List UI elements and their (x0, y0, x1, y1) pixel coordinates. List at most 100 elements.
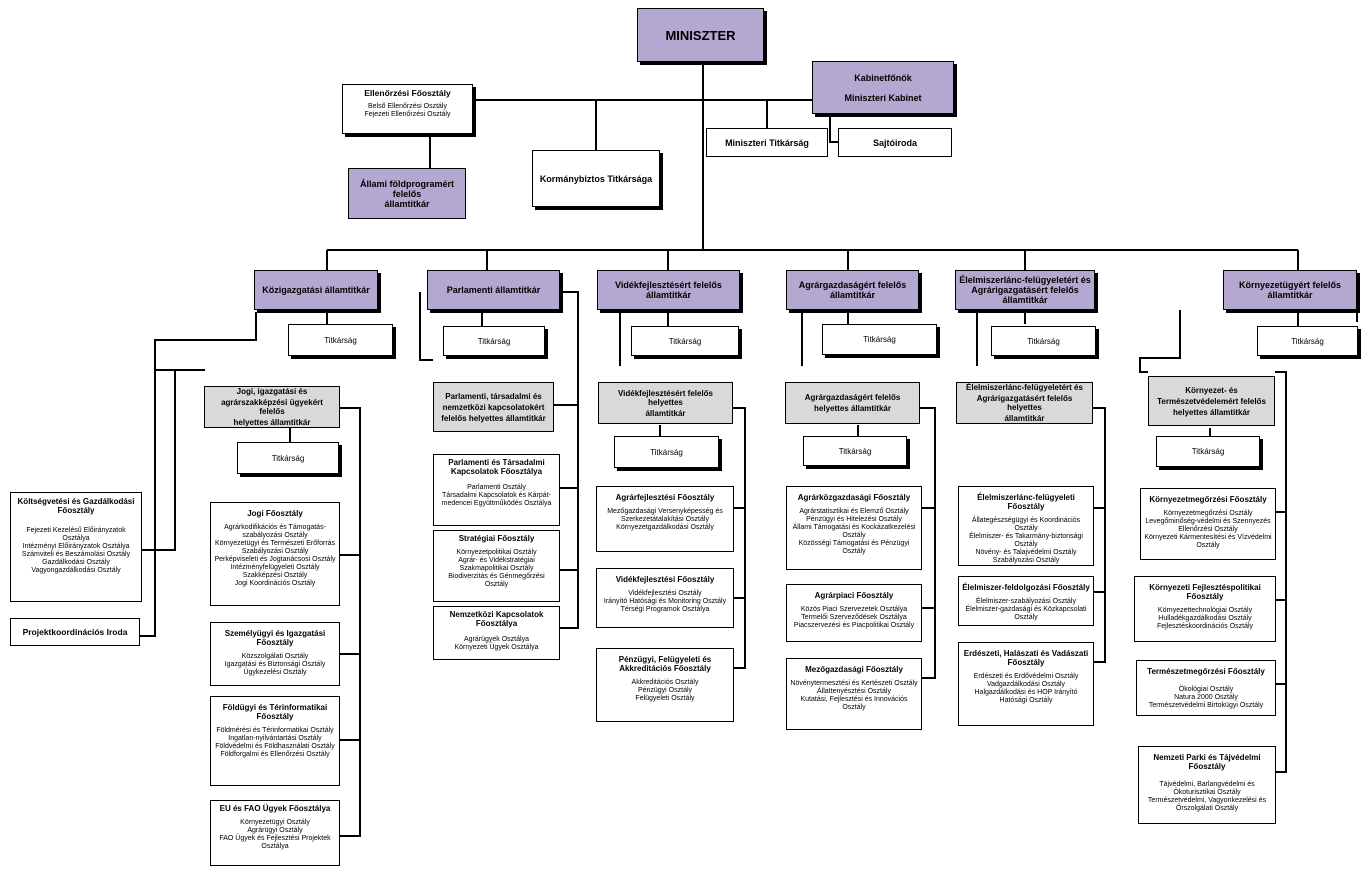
dept-item: Perképviseleti és Jogtanácsosi Osztály (214, 556, 336, 563)
dept-item: Termelői Szerveződések Osztálya (801, 614, 907, 621)
dept-nemzetkozi: Nemzetközi Kapcsolatok Főosztálya Agrárü… (433, 606, 560, 660)
titkarsag-box: Titkárság (1257, 326, 1358, 356)
secretary-label: államtitkár (829, 290, 876, 300)
dept-items: Parlamenti Osztály Társadalmi Kapcsolato… (434, 484, 559, 508)
secretary-kornyezetugy: Környezetügyért felelős államtitkár (1223, 270, 1357, 310)
connector (340, 407, 361, 837)
secretary-label: Parlamenti államtitkár (446, 285, 541, 295)
dept-title: Földügyi és Térinformatikai Főosztály (222, 703, 328, 721)
secretary-agrargazdasag: Agrárgazdaságért felelős államtitkár (786, 270, 919, 310)
dept-title: Agrárfejlesztési Főosztály (615, 493, 715, 502)
titkarsag-box: Titkárság (631, 326, 739, 356)
dept-items: Agrárügyek Osztálya Környezeti Ügyek Osz… (451, 636, 541, 652)
titkarsag-box: Titkárság (614, 436, 719, 468)
dept-item: Agrárstatisztikai és Elemző Osztály (799, 508, 909, 515)
dept-elelmiszer-feldolgozasi: Élelmiszer-feldolgozási Főosztály Élelmi… (958, 576, 1094, 626)
dept-item: Szakképzési Osztály (242, 572, 308, 579)
secretary-videkfejlesztes: Vidékfejlesztésért felelős államtitkár (597, 270, 740, 310)
dept-parlamenti: Parlamenti és Társadalmi Kapcsolatok Főo… (433, 454, 560, 526)
allami-fold-box: Állami földprogramért felelős államtitká… (348, 168, 466, 219)
connector (154, 312, 257, 371)
allami-fold-line: államtitkár (384, 198, 430, 209)
kabinet-box: Kabinetfőnök Miniszteri Kabinet (812, 61, 954, 114)
connector (829, 114, 838, 143)
connector (920, 407, 936, 679)
dept-penzugyi: Pénzügyi, Felügyeleti és Akkreditációs F… (596, 648, 734, 722)
miniszteri-titkarsag-box: Miniszteri Titkárság (706, 128, 828, 157)
deputy-label: államtitkár (1004, 414, 1045, 423)
dept-title: Nemzetközi Kapcsolatok Főosztálya (449, 610, 544, 628)
titkarsag-box: Titkárság (991, 326, 1096, 356)
dept-item: Kutatási, Fejlesztési és Innovációs Oszt… (800, 696, 908, 711)
dept-item: Hulladékgazdálkodási Osztály (1158, 615, 1252, 622)
secretary-label: Agrárgazdaságért felelős (798, 280, 907, 290)
dept-items: Fejezeti Kezelésű Előirányzatok Osztálya… (11, 527, 141, 575)
ellenorzesi-box: Ellenőrzési Főosztály Belső Ellenőrzési … (342, 84, 473, 134)
dept-item: FAO Ügyek és Fejlesztési Projektek Osztá… (219, 835, 331, 850)
titkarsag-label: Titkárság (863, 335, 896, 344)
dept-item: Fejlesztéskoordinációs Osztály (1156, 623, 1254, 630)
dept-nemzeti-parki: Nemzeti Parki és Tájvédelmi Főosztály Tá… (1138, 746, 1276, 824)
dept-kornyezeti-fejlesztespolitikai: Környezeti Fejlesztéspolitikai Főosztály… (1134, 576, 1276, 642)
dept-items: Közös Piaci Szervezetek Osztálya Termelő… (791, 606, 917, 630)
dept-title: Élelmiszer-feldolgozási Főosztály (962, 583, 1090, 592)
deputy-label: Vidékfejlesztésért felelős helyettes (617, 388, 713, 407)
titkarsag-box: Titkárság (803, 436, 907, 466)
secretary-label: államtitkár (1002, 295, 1048, 305)
dept-item: Környezeti Ügyek Osztálya (454, 644, 539, 651)
dept-title: Agrárpiaci Főosztály (814, 591, 894, 600)
dept-item: Környezettechnológiai Osztály (1157, 607, 1253, 614)
minister-label: MINISZTER (665, 27, 736, 43)
dept-item: Élelmiszer-szabályozási Osztály (976, 598, 1076, 605)
deputy-label: Agrárgazdaságért felelős (804, 393, 901, 402)
deputy-label: Természetvédelemért felelős (1157, 396, 1266, 406)
dept-items: Agrárstatisztikai és Elemző Osztály Pénz… (787, 508, 921, 556)
titkarsag-label: Titkárság (668, 336, 702, 346)
dept-item: Ökológiai Osztály (1178, 686, 1234, 693)
dept-item: Környezetügyi és Természeti Erőforrás Sz… (214, 540, 336, 555)
secretary-kozigazgatasi: Közigazgatási államtitkár (254, 270, 378, 310)
dept-items: Vidékfejlesztési Osztály Irányító Hatósá… (601, 590, 729, 614)
dept-agrarkozgazdasagi: Agrárközgazdasági Főosztály Agrárstatisz… (786, 486, 922, 570)
dept-item: Környezeti Kármentesítési és Vízvédelmi … (1144, 534, 1272, 549)
dept-items: Élelmiszer-szabályozási Osztály Élelmisz… (959, 598, 1093, 622)
dept-item: Parlamenti Osztály (467, 484, 526, 491)
secretary-parlamenti: Parlamenti államtitkár (427, 270, 560, 310)
dept-items: Tájvédelmi, Barlangvédelmi és Ökoturiszt… (1139, 781, 1275, 813)
projektkoordinacios-label: Projektkoordinációs Iroda (22, 626, 128, 637)
dept-item: Agrárügyek Osztálya (464, 636, 529, 643)
dept-item: Pénzügyi és Hitelezési Osztály (806, 516, 902, 523)
dept-title: Pénzügyi, Felügyeleti és Akkreditációs F… (618, 655, 712, 673)
minister-box: MINISZTER (637, 8, 764, 62)
dept-item: Társadalmi Kapcsolatok és Kárpát-medence… (441, 492, 552, 507)
dept-eu-fao: EU és FAO Ügyek Főosztálya Környezetügyi… (210, 800, 340, 866)
dept-item: Biodiverzitás és Génmegőrzési Osztály (448, 573, 545, 588)
deputy-label: Élelmiszerlánc-felügyeletért és (966, 383, 1083, 392)
deputy-label: felelős helyettes államtitkár (441, 413, 546, 423)
dept-items: Akkreditációs Osztály Pénzügyi Osztály F… (629, 679, 702, 703)
titkarsag-label: Titkárság (271, 453, 305, 463)
dept-items: Környezetügyi Osztály Agrárügyi Osztály … (211, 819, 339, 851)
dept-termeszetmegorzesi: Természetmegőrzési Főosztály Ökológiai O… (1136, 660, 1276, 716)
allami-fold-line: felelős (392, 188, 422, 199)
dept-item: Vidékfejlesztési Osztály (628, 590, 702, 597)
dept-agrarpiaci: Agrárpiaci Főosztály Közös Piaci Szervez… (786, 584, 922, 642)
dept-item: Állattenyésztési Osztály (817, 688, 891, 695)
dept-jogi: Jogi Főosztály Agrárkodifikációs és Támo… (210, 502, 340, 606)
deputy-label: helyettes államtitkár (1173, 407, 1250, 417)
dept-item: Növénytermesztési és Kertészeti Osztály (790, 680, 918, 687)
titkarsag-label: Titkárság (650, 447, 683, 457)
dept-item: Földvédelmi és Földhasználati Osztály (215, 743, 335, 750)
dept-item: Mezőgazdasági Versenyképesség és Szerkez… (607, 508, 723, 523)
deputy-label: Agrárigazgatásért felelős helyettes (976, 394, 1073, 412)
dept-title: Költségvetési és Gazdálkodási Főosztály (17, 497, 135, 515)
dept-item: Környezetmegőrzési Osztály (1163, 510, 1253, 517)
dept-item: Élelmiszer-gazdasági és Közkapcsolati Os… (965, 606, 1087, 621)
dept-item: Szakmapolitikai Osztály (459, 565, 534, 572)
titkarsag-label: Titkárság (1291, 336, 1324, 346)
deputy-jogi: Jogi, igazgatási és agrárszakképzési ügy… (204, 386, 340, 428)
dept-title: Stratégiai Főosztály (458, 534, 535, 543)
dept-items: Ökológiai Osztály Natura 2000 Osztály Te… (1146, 686, 1266, 710)
dept-item: Agrárkodifikációs és Támogatás-szabályoz… (224, 524, 326, 539)
dept-item: Ingatlan-nyilvántartási Osztály (228, 735, 322, 742)
